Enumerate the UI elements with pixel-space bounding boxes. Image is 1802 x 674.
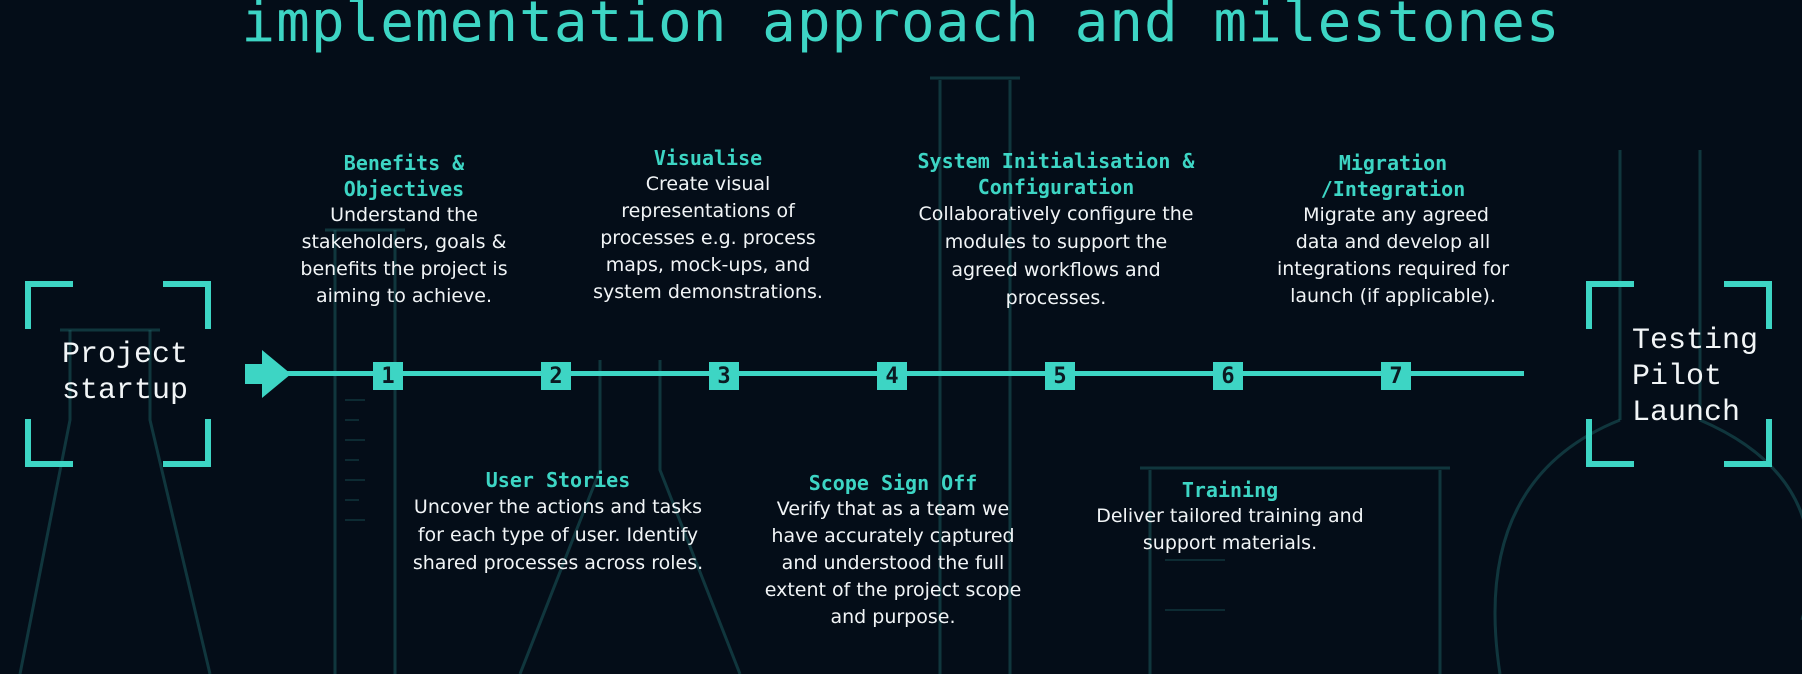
frame-corner-icon <box>25 281 73 329</box>
frame-corner-icon <box>163 281 211 329</box>
step-description: Migrate any agreed data and develop all … <box>1276 204 1510 307</box>
frame-corner-icon <box>25 419 73 467</box>
page-title: implementation approach and milestones <box>241 0 1561 55</box>
step-description: Uncover the actions and tasks for each t… <box>412 496 704 574</box>
milestone-marker-4: 4 <box>877 362 907 390</box>
step-description: Verify that as a team we have accurately… <box>764 498 1022 628</box>
step-description: Collaboratively configure the modules to… <box>918 203 1194 309</box>
step-description: Create visual representations of process… <box>593 173 823 303</box>
step-visualise: Visualise Create visual representations … <box>568 145 848 306</box>
step-heading: Scope Sign Off <box>808 471 978 495</box>
frame-corner-icon <box>1586 281 1634 329</box>
frame-corner-icon <box>1724 419 1772 467</box>
step-system-initialisation: System Initialisation & Configuration Co… <box>886 148 1226 312</box>
step-heading: System Initialisation & Configuration <box>917 149 1195 199</box>
step-migration-integration: Migration /Integration Migrate any agree… <box>1253 150 1533 310</box>
frame-corner-icon <box>163 419 211 467</box>
milestone-marker-6: 6 <box>1213 362 1243 390</box>
start-label: Project startup <box>62 338 189 408</box>
milestone-marker-5: 5 <box>1045 362 1075 390</box>
milestone-marker-7: 7 <box>1381 362 1411 390</box>
end-label: Testing Pilot Launch <box>1632 324 1759 430</box>
arrow-right-icon <box>245 350 291 398</box>
step-user-stories: User Stories Uncover the actions and tas… <box>388 467 728 577</box>
step-benefits-objectives: Benefits & Objectives Understand the sta… <box>264 150 544 310</box>
start-frame <box>25 281 211 467</box>
frame-corner-icon <box>1586 419 1634 467</box>
milestone-marker-3: 3 <box>709 362 739 390</box>
step-heading: Visualise <box>653 146 763 170</box>
step-training: Training Deliver tailored training and s… <box>1070 477 1390 557</box>
step-description: Understand the stakeholders, goals & ben… <box>300 204 508 307</box>
step-description: Deliver tailored training and support ma… <box>1096 505 1364 554</box>
step-scope-sign-off: Scope Sign Off Verify that as a team we … <box>737 470 1049 631</box>
step-heading: Training <box>1181 478 1279 502</box>
step-heading: User Stories <box>485 468 631 492</box>
end-frame <box>1586 281 1772 467</box>
milestone-marker-2: 2 <box>541 362 571 390</box>
milestone-marker-1: 1 <box>373 362 403 390</box>
frame-corner-icon <box>1724 281 1772 329</box>
step-heading: Migration /Integration <box>1320 151 1466 201</box>
step-heading: Benefits & Objectives <box>343 151 465 201</box>
